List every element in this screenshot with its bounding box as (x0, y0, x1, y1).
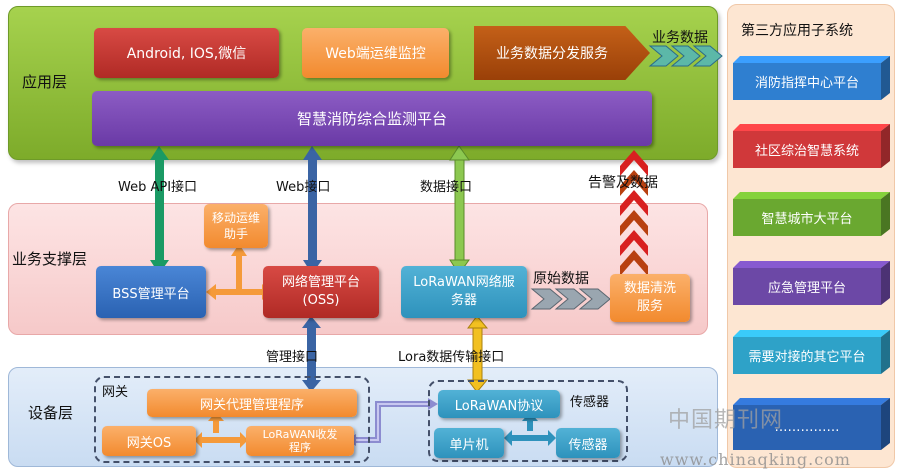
lorawan-protocol-box: LoRaWAN协议 (438, 390, 560, 418)
business-data-chevrons (648, 45, 723, 67)
oss-platform-box: 网络管理平台(OSS) (263, 266, 379, 318)
box-side-face (881, 56, 890, 100)
box-side-face (881, 398, 890, 450)
third-party-item-6: …………… (733, 398, 890, 450)
lora-interface-label: Lora数据传输接口 (398, 350, 505, 365)
box-top-face (733, 192, 890, 199)
third-party-item-label: 消防指挥中心平台 (733, 63, 881, 100)
gateway-title: 网关 (102, 385, 129, 400)
data-distribution-label: 业务数据分发服务 (496, 46, 608, 62)
third-party-title: 第三方应用子系统 (741, 23, 853, 39)
watermark-url: www.chinaqking.com (660, 450, 851, 469)
third-party-item-1: 消防指挥中心平台 (733, 56, 890, 100)
data-arrow (449, 145, 470, 275)
sensor-group-title: 传感器 (570, 395, 610, 410)
third-party-item-label: 应急管理平台 (733, 268, 881, 305)
box-top-face (733, 398, 890, 405)
third-party-item-4: 应急管理平台 (733, 261, 890, 305)
mgmt-interface-label: 管理接口 (266, 350, 319, 365)
fire-monitoring-platform-box: 智慧消防综合监测平台 (92, 91, 652, 146)
business-layer-label: 业务支撑层 (12, 250, 88, 268)
gateway-agent-box: 网关代理管理程序 (147, 389, 357, 417)
web-interface-label: Web接口 (276, 180, 331, 195)
business-data-label: 业务数据 (652, 30, 708, 46)
alarm-data-label: 告警及数据 (588, 175, 658, 191)
box-side-face (881, 124, 890, 168)
data-cleaning-box: 数据清洗服务 (610, 274, 690, 322)
android-ios-wechat-box: Android, IOS,微信 (94, 28, 279, 78)
device-layer-label: 设备层 (28, 404, 74, 422)
sensor-box: 传感器 (556, 428, 620, 458)
mobile-helper-box: 移动运维助手 (204, 204, 268, 248)
box-side-face (881, 261, 890, 305)
watermark-cn: 中国期刊网 (668, 408, 784, 433)
data-interface-label: 数据接口 (420, 180, 473, 195)
bss-platform-box: BSS管理平台 (96, 266, 206, 318)
third-party-item-label: 需要对接的其它平台 (733, 337, 881, 374)
web-api-label: Web API接口 (118, 180, 198, 195)
box-top-face (733, 56, 890, 63)
lorawan-server-box: LoRaWAN网络服务器 (401, 266, 527, 318)
third-party-item-5: 需要对接的其它平台 (733, 330, 890, 374)
box-side-face (881, 330, 890, 374)
raw-data-label: 原始数据 (533, 271, 589, 287)
gateway-os-box: 网关OS (102, 426, 196, 456)
gateway-group (94, 376, 370, 463)
web-arrow (303, 146, 322, 274)
third-party-item-label: 社区综治智慧系统 (733, 131, 881, 168)
third-party-item-2: 社区综治智慧系统 (733, 124, 890, 168)
alarm-chevrons (620, 150, 648, 276)
mgmt-arrow (302, 316, 321, 392)
web-api-arrow (150, 146, 169, 274)
web-monitor-box: Web端运维监控 (302, 28, 449, 78)
sensor-group (428, 380, 628, 462)
box-top-face (733, 124, 890, 131)
third-party-item-3: 智慧城市大平台 (733, 192, 890, 236)
application-layer-label: 应用层 (22, 73, 68, 91)
data-distribution-box: 业务数据分发服务 (474, 26, 650, 80)
box-top-face (733, 330, 890, 337)
raw-data-chevrons (530, 288, 611, 310)
lorawan-transceiver-box: LoRaWAN收发程序 (246, 426, 354, 456)
third-party-item-label: …………… (733, 405, 881, 450)
third-party-item-label: 智慧城市大平台 (733, 199, 881, 236)
mcu-box: 单片机 (434, 428, 504, 458)
box-side-face (881, 192, 890, 236)
box-top-face (733, 261, 890, 268)
